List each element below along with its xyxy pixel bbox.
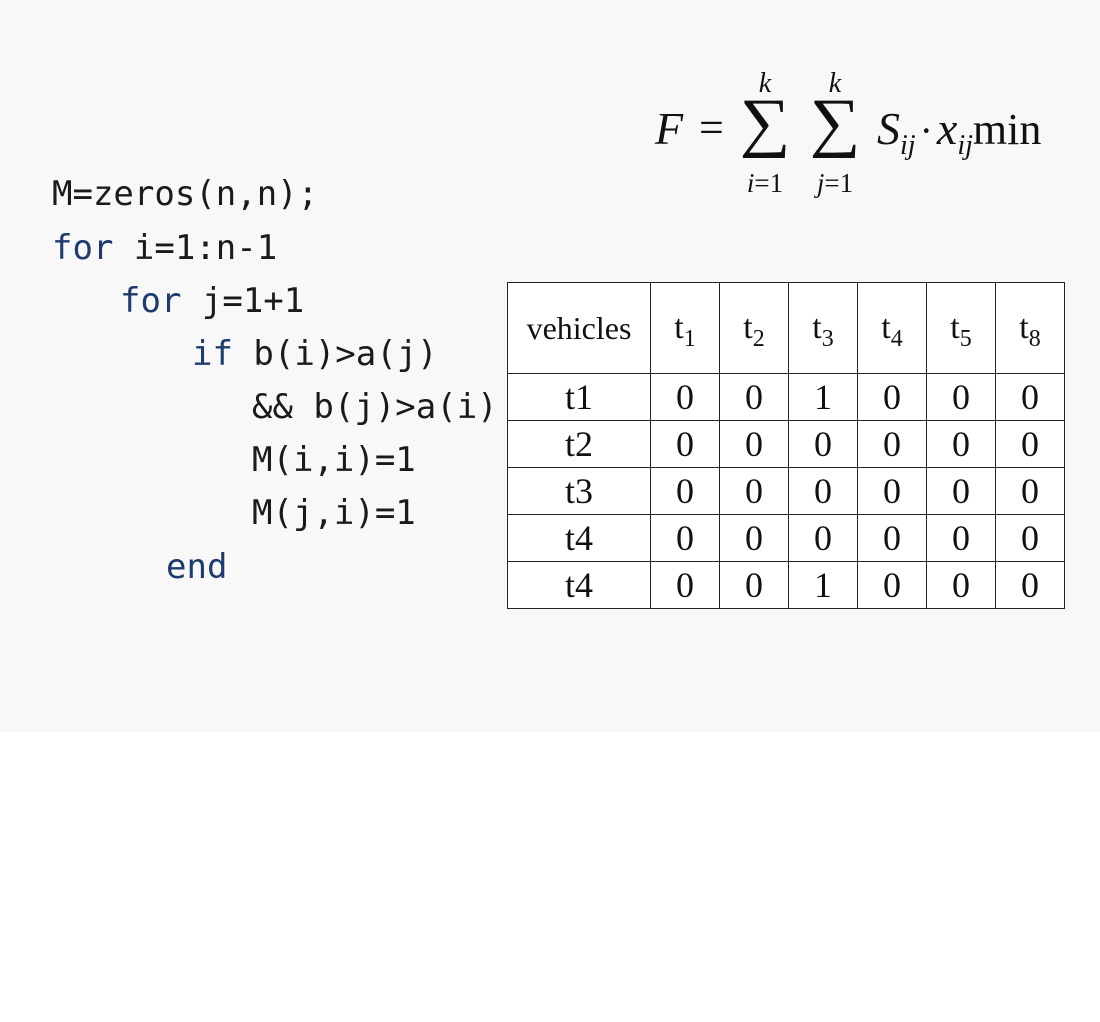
code-line-7: M(j,i)=1 <box>252 493 416 533</box>
code-line-1: M=zeros(n,n); <box>52 174 319 214</box>
cell: 0 <box>650 467 720 515</box>
cell: 0 <box>857 561 927 609</box>
cell: 0 <box>719 420 789 468</box>
code-line-6: M(i,i)=1 <box>252 440 416 480</box>
cell: 0 <box>650 373 720 421</box>
vehicle-matrix-table: vehicles t1 t2 t3 t4 t5 t8 t1 0 0 1 0 0 … <box>507 282 1065 609</box>
cell: 0 <box>995 420 1065 468</box>
slide-canvas: F = k ∑ i=1 k ∑ j=1 Sij · xijmin M=zeros… <box>52 68 1065 609</box>
sum-i-lower: i=1 <box>746 168 784 198</box>
cell: 0 <box>857 373 927 421</box>
sum-j-upper: k <box>828 68 842 99</box>
table-row: t2 0 0 0 0 0 0 <box>507 420 1065 468</box>
cell: 0 <box>788 420 858 468</box>
cell: 0 <box>650 561 720 609</box>
header-t2: t2 <box>719 282 789 374</box>
formula-equals: = <box>699 103 724 152</box>
cell: 1 <box>788 561 858 609</box>
sum-i-upper: k <box>758 68 772 99</box>
cell: 0 <box>995 373 1065 421</box>
table-row: t3 0 0 0 0 0 0 <box>507 467 1065 515</box>
row-label: t4 <box>507 561 651 609</box>
row-label: t4 <box>507 514 651 562</box>
cell: 0 <box>719 467 789 515</box>
formula-terms: Sij · xijmin <box>877 103 1042 161</box>
header-t1: t1 <box>650 282 720 374</box>
sigma-icon: ∑ <box>809 86 861 159</box>
code-line-5: && b(j)>a(i) <box>252 387 498 427</box>
cell: 0 <box>788 514 858 562</box>
cell: 0 <box>995 514 1065 562</box>
cell: 0 <box>926 514 996 562</box>
header-vehicles: vehicles <box>507 282 651 374</box>
code-line-4: if b(i)>a(j) <box>192 334 438 374</box>
cell: 0 <box>857 467 927 515</box>
code-line-3: for j=1+1 <box>120 281 305 321</box>
row-label: t1 <box>507 373 651 421</box>
cell: 0 <box>926 467 996 515</box>
cell: 0 <box>995 561 1065 609</box>
cell: 0 <box>788 467 858 515</box>
cell: 0 <box>857 420 927 468</box>
header-t3: t3 <box>788 282 858 374</box>
row-label: t3 <box>507 467 651 515</box>
table-row: t4 0 0 1 0 0 0 <box>507 561 1065 609</box>
cell: 1 <box>788 373 858 421</box>
cell: 0 <box>650 514 720 562</box>
cell: 0 <box>650 420 720 468</box>
header-t4: t4 <box>857 282 927 374</box>
table-row: t1 0 0 1 0 0 0 <box>507 373 1065 421</box>
table-row: t4 0 0 0 0 0 0 <box>507 514 1065 562</box>
cell: 0 <box>719 514 789 562</box>
cell: 0 <box>995 467 1065 515</box>
cell: 0 <box>857 514 927 562</box>
formula-lhs: F <box>655 103 684 154</box>
cell: 0 <box>926 561 996 609</box>
cell: 0 <box>719 373 789 421</box>
sigma-icon: ∑ <box>739 86 791 159</box>
code-line-8: end <box>166 547 228 587</box>
code-line-2: for i=1:n-1 <box>52 228 278 268</box>
cell: 0 <box>926 373 996 421</box>
header-t8: t8 <box>995 282 1065 374</box>
cell: 0 <box>719 561 789 609</box>
header-t5: t5 <box>926 282 996 374</box>
row-label: t2 <box>507 420 651 468</box>
sum-j-lower: j=1 <box>816 168 854 198</box>
table-header-row: vehicles t1 t2 t3 t4 t5 t8 <box>507 282 1065 374</box>
cell: 0 <box>926 420 996 468</box>
